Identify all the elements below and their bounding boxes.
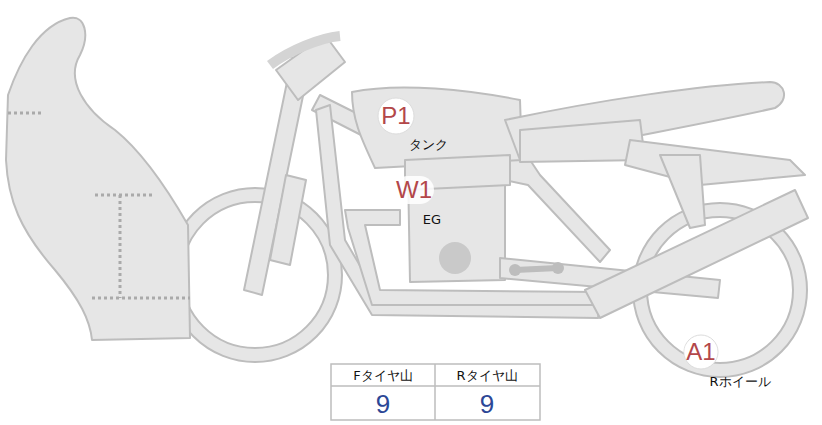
part-name: タンク xyxy=(409,138,448,151)
part-name: EG xyxy=(423,213,441,226)
callout-number: P1 xyxy=(379,102,412,130)
table-value: 9 xyxy=(376,391,390,417)
callout-number: A1 xyxy=(684,338,717,366)
table-value: 9 xyxy=(480,391,494,417)
callout-number: W1 xyxy=(394,176,434,204)
table-header: Fタイヤ山 xyxy=(353,369,412,382)
table-header: Rタイヤ山 xyxy=(456,369,517,382)
part-name: Rホイール xyxy=(709,375,770,388)
